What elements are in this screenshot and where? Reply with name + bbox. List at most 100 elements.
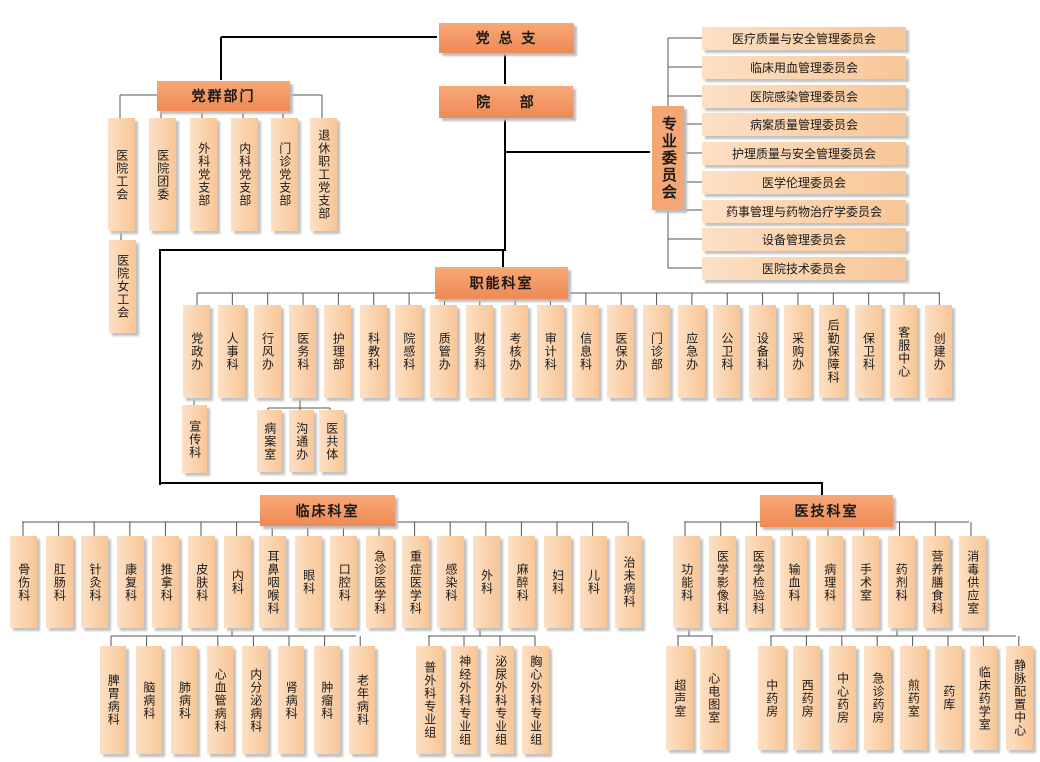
functional-item-box: 门诊部 (642, 305, 670, 398)
committee-item-box: 医学伦理委员会 (702, 170, 906, 194)
clinical-item-box: 内科 (223, 536, 251, 628)
clinical-item-label: 外科 (479, 569, 494, 595)
functional-item-label: 财务科 (472, 332, 487, 371)
functional-item-label: 医保办 (613, 332, 628, 371)
medtech-item-box: 消毒供应室 (959, 536, 986, 628)
internal-sub-box: 肾病科 (278, 646, 304, 754)
functional-item-label: 设备科 (755, 332, 770, 371)
functional-sub-medical-label: 医共体 (324, 421, 339, 461)
functional-item-label: 保卫科 (861, 332, 876, 371)
functional-item-label: 客服中心 (896, 325, 911, 378)
functional-item-label: 行风办 (260, 332, 275, 371)
mass-item-label: 医院团委 (155, 148, 170, 201)
clinical-item-box: 治未病科 (615, 536, 643, 628)
functional-item-box: 公卫科 (713, 305, 741, 398)
functional-item-box: 保卫科 (854, 305, 882, 398)
medtech-item-label: 消毒供应室 (965, 549, 980, 615)
functional-sub-medical-label: 沟通办 (294, 421, 309, 461)
functional-item-label: 门诊部 (649, 332, 664, 371)
pharmacy-sub-box: 急诊药房 (864, 646, 892, 750)
clinical-item-box: 肛肠科 (45, 536, 73, 628)
surgery-sub-box: 普外科专业组 (416, 646, 443, 754)
committee-item-label: 护理质量与安全管理委员会 (731, 147, 876, 161)
functional-item-box: 应急办 (677, 305, 705, 398)
clinical-item-label: 内科 (230, 569, 245, 595)
functional-item-label: 质管办 (437, 332, 452, 371)
clinical-item-box: 推拿科 (152, 536, 180, 628)
functional-item-box: 设备科 (748, 305, 776, 398)
clinical-item-label: 康复科 (123, 562, 138, 602)
pharmacy-sub-box: 静脉配置中心 (1005, 646, 1033, 750)
medtech-item-box: 病理科 (816, 536, 843, 628)
clinical-item-label: 妇科 (550, 569, 565, 595)
internal-sub-box: 老年病科 (349, 646, 376, 754)
medtech-item-box: 输血科 (780, 536, 808, 628)
functional-item-box: 客服中心 (890, 305, 917, 398)
committee-item-label: 医学伦理委员会 (761, 175, 846, 190)
committee-title: 专业委员会 (659, 115, 678, 201)
surgery-sub-box: 胸心外科专业组 (522, 646, 549, 754)
medtech-item-box: 医学影像科 (708, 536, 736, 628)
mass-dept-box: 党群部门 (157, 81, 290, 111)
mass-item-label: 外科党支部 (196, 142, 211, 207)
mass-item-box: 门诊党支部 (271, 118, 298, 231)
functional-item-label: 创建办 (932, 332, 947, 371)
internal-sub-box: 脑病科 (135, 646, 162, 754)
mass-item-box: 医院团委 (149, 118, 176, 231)
mass-item-box: 内科党支部 (231, 118, 258, 231)
functional-item-box: 信息科 (571, 305, 599, 398)
internal-sub-label: 脑病科 (141, 680, 156, 720)
committee-item-label: 医疗质量与安全管理委员会 (731, 32, 876, 46)
functional-box: 职能科室 (435, 267, 568, 299)
functional-item-label: 科教科 (366, 332, 381, 371)
clinical-title: 临床科室 (295, 503, 360, 520)
pharmacy-sub-label: 临床药学室 (977, 665, 992, 731)
functional-item-box: 创建办 (925, 305, 953, 398)
medtech-item-box: 营养膳食科 (923, 536, 951, 628)
functional-item-label: 考核办 (507, 332, 522, 371)
committee-box: 专业委员会 (652, 106, 684, 210)
medtech-title: 医技科室 (794, 504, 859, 520)
functional-item-box: 后勤保障科 (819, 305, 847, 398)
clinical-item-box: 眼科 (294, 536, 322, 628)
functional-item-box: 护理部 (324, 305, 352, 398)
party-general-label: 党 总 支 (475, 31, 538, 47)
pharmacy-sub-label: 西药房 (800, 678, 815, 718)
committee-item-label: 医院技术委员会 (761, 262, 846, 276)
clinical-item-box: 耳鼻咽喉科 (259, 536, 287, 628)
committee-item-label: 设备管理委员会 (761, 233, 846, 248)
medtech-item-box: 医学检验科 (744, 536, 772, 628)
functional-sub-party-label: 宣传科 (187, 419, 202, 459)
clinical-item-box: 重症医学科 (401, 536, 429, 628)
pharmacy-sub-box: 西药房 (793, 646, 821, 750)
functional-item-label: 医务科 (295, 332, 310, 371)
clinical-item-label: 重症医学科 (408, 549, 423, 615)
committee-item-box: 药事管理与药物治疗学委员会 (702, 199, 906, 223)
medtech-item-label: 输血科 (787, 562, 802, 602)
surgery-sub-box: 泌尿外科专业组 (487, 646, 514, 754)
medtech-item-label: 医学检验科 (751, 549, 766, 615)
pharmacy-sub-box: 煎药室 (899, 646, 927, 750)
internal-sub-label: 内分泌病科 (248, 667, 263, 733)
functional-item-box: 医务科 (289, 305, 317, 398)
functional-sub-party-box: 宣传科 (182, 405, 207, 473)
clinical-item-label: 麻醉科 (515, 562, 530, 602)
mass-item-label: 医院工会 (114, 148, 129, 201)
functional-item-box: 行风办 (253, 305, 281, 398)
mass-item-box: 退休职工党支部 (310, 118, 337, 231)
mass-sub-label: 医院女工会 (115, 254, 130, 319)
functional-item-label: 党政办 (189, 332, 204, 371)
medtech-item-label: 药剂科 (894, 562, 909, 602)
clinical-item-label: 皮肤科 (194, 562, 209, 602)
pharmacy-sub-label: 静脉配置中心 (1012, 659, 1027, 737)
clinical-item-box: 急诊医学科 (366, 536, 393, 628)
medtech-box: 医技科室 (760, 495, 893, 527)
internal-sub-label: 肾病科 (284, 680, 299, 720)
internal-sub-label: 脾胃病科 (106, 674, 121, 726)
clinical-item-label: 儿科 (586, 569, 601, 595)
functional-item-box: 院感科 (395, 305, 423, 398)
function-sub-box: 心电图室 (700, 646, 727, 750)
committee-item-label: 病案质量管理委员会 (749, 118, 858, 133)
